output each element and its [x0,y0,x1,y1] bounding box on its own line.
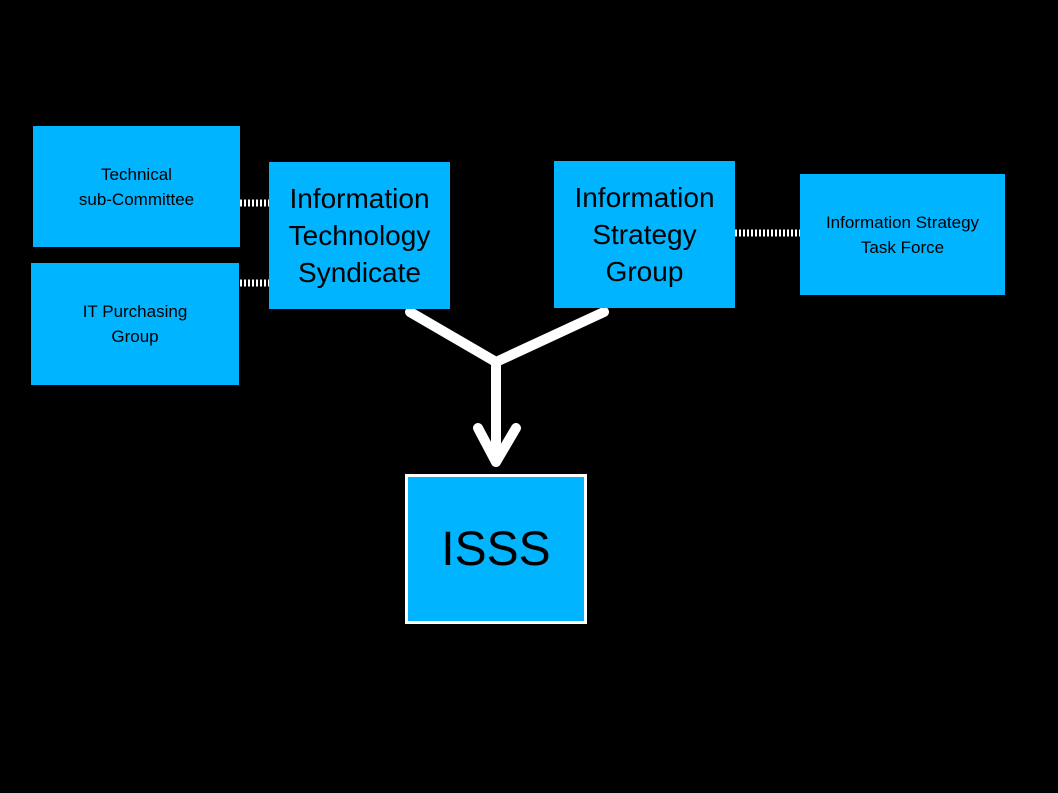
isss-label: ISSS [441,522,551,576]
arrow-head [473,423,521,467]
merge-line-left [405,307,501,367]
information-strategy-task-force-box: Information Strategy Task Force [800,174,1005,295]
information-technology-syndicate-box: Information Technology Syndicate [269,162,450,309]
technical-sub-committee-box: Technical sub-Committee [33,126,240,247]
technical-sub-committee-label: Technical sub-Committee [78,164,195,209]
merge-line-right [491,307,609,367]
information-strategy-group-box: Information Strategy Group [554,161,735,308]
information-strategy-task-force-label: Information Strategy Task Force [825,212,980,257]
isss-box: ISSS [405,474,587,624]
it-purchasing-group-box: IT Purchasing Group [31,263,239,385]
it-purchasing-group-label: IT Purchasing Group [82,302,188,346]
information-strategy-group-label: Information Strategy Group [574,182,715,287]
information-technology-syndicate-label: Information Technology Syndicate [288,183,431,288]
